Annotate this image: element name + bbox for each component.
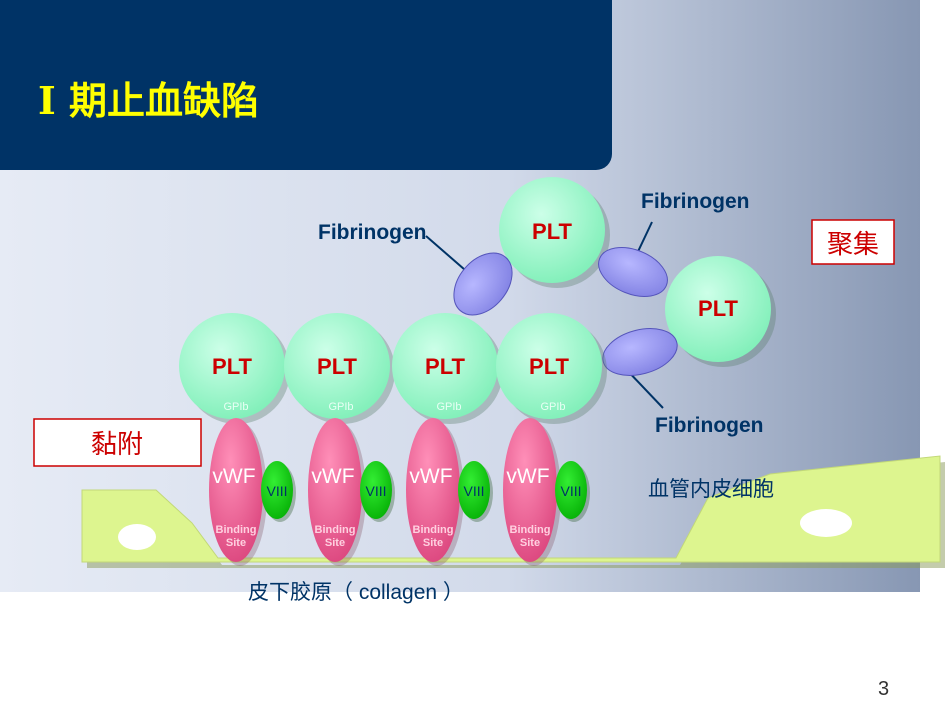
binding-site-label-line1: Binding [315,524,356,536]
platelet-label: PLT [529,354,569,379]
svg-text:PLT: PLT [532,219,572,244]
aggregation-label: 聚集 [827,229,879,259]
page-number: 3 [878,678,890,700]
svg-text:PLT: PLT [698,296,738,321]
slide-title: I 期止血缺陷 [38,78,260,123]
vwf-label: vWF [212,465,255,488]
factor-viii-label: VIII [266,483,287,499]
platelet-label: PLT [425,354,465,379]
fibrinogen-label-2: Fibrinogen [641,190,750,213]
binding-site-label-line2: Site [423,537,443,549]
vwf-label: vWF [311,465,354,488]
factor-viii-3: VIII [458,461,493,522]
gpib-label: GPIb [223,401,248,413]
vwf-label: vWF [409,465,452,488]
adhesion-label: 黏附 [91,429,143,459]
fibrinogen-label-1: Fibrinogen [318,221,427,244]
factor-viii-label: VIII [365,483,386,499]
factor-viii-label: VIII [463,483,484,499]
platelet-label: PLT [212,354,252,379]
gpib-label: GPIb [436,401,461,413]
title-bar: I 期止血缺陷 [0,0,612,170]
platelet-adhered-2: PLT GPIb [284,313,395,424]
endothelial-cells-label: 血管内皮细胞 [648,478,774,501]
platelet-adhered-3: PLT GPIb [392,313,503,424]
fibrinogen-label-3: Fibrinogen [655,414,764,437]
endothelial-nucleus-right [800,509,852,537]
gpib-label: GPIb [328,401,353,413]
binding-site-label-line1: Binding [216,524,257,536]
binding-site-label-line1: Binding [413,524,454,536]
factor-viii-1: VIII [261,461,296,522]
binding-site-label-line2: Site [226,537,246,549]
fibrinogen-molecule-1 [453,252,513,316]
binding-site-label-line2: Site [520,537,540,549]
fibrinogen-molecule-3 [602,328,678,376]
factor-viii-label: VIII [560,483,581,499]
platelet-label: PLT [317,354,357,379]
factor-viii-2: VIII [360,461,395,522]
factor-viii-4: VIII [555,461,590,522]
binding-site-label-line1: Binding [510,524,551,536]
collagen-label: 皮下胶原（ collagen ） [248,581,464,604]
platelet-aggregate-top: PLT [499,177,610,288]
adhesion-box [33,418,202,467]
platelet-aggregate-right: PLT [665,256,776,367]
platelet-adhered-4: PLT GPIb [496,313,607,424]
subendothelial-tissue [81,455,941,563]
endothelial-nucleus-left [118,524,156,550]
aggregation-box [811,219,895,265]
gpib-label: GPIb [540,401,565,413]
binding-site-label-line2: Site [325,537,345,549]
platelet-adhered-1: PLT GPIb [179,313,290,424]
fibrinogen-molecule-2 [598,247,668,297]
vwf-label: vWF [506,465,549,488]
